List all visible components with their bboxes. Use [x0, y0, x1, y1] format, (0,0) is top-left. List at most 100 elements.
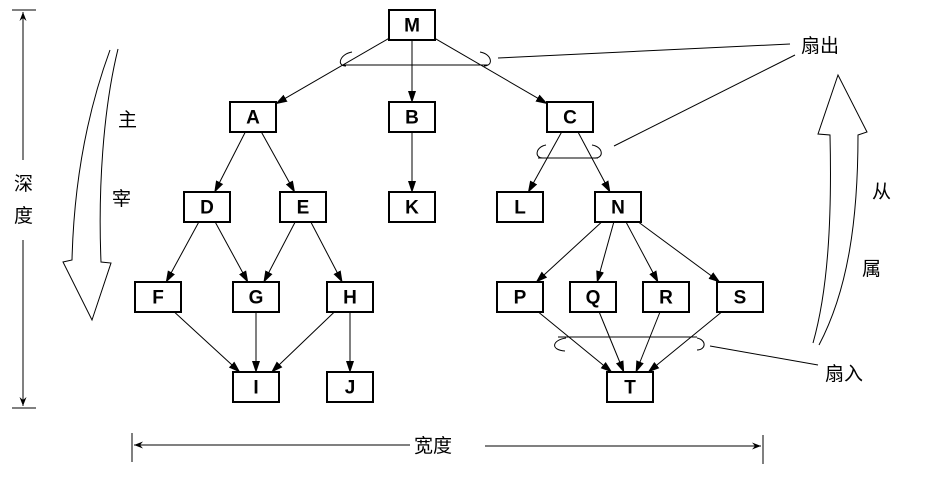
edge-N-P	[535, 221, 603, 283]
module-box	[388, 101, 436, 133]
module-label: K	[405, 198, 419, 219]
edge-A-D	[214, 131, 246, 193]
module-node-T: T	[606, 371, 654, 403]
module-label: D	[200, 198, 214, 219]
module-label: R	[659, 288, 673, 309]
fan-out-label: 扇出	[801, 35, 839, 57]
subordinate-label-2: 属	[862, 258, 881, 280]
edge-N-Q	[596, 221, 615, 283]
module-box	[232, 281, 280, 313]
edge-E-G	[263, 221, 296, 283]
module-label: I	[253, 378, 258, 399]
module-label: B	[405, 108, 419, 129]
module-label: C	[563, 108, 577, 129]
module-node-R: R	[642, 281, 690, 313]
module-label: T	[624, 378, 636, 399]
fan-out-leader-top	[497, 43, 791, 59]
module-box	[496, 191, 544, 223]
module-label: E	[297, 198, 310, 219]
module-node-B: B	[388, 101, 436, 133]
module-box	[183, 191, 231, 223]
module-node-D: D	[183, 191, 231, 223]
dominant-label-2: 宰	[112, 188, 131, 210]
dominant-label-1: 主	[118, 109, 137, 131]
fan-out-leader-c	[613, 54, 796, 147]
module-box	[326, 281, 374, 313]
fan-in-label: 扇入	[825, 363, 863, 385]
depth-label-2: 度	[14, 205, 33, 227]
module-box	[569, 281, 617, 313]
module-box	[606, 371, 654, 403]
nodes-layer: M A B C D E K L N F G H P Q R S I J T	[134, 9, 764, 403]
module-node-J: J	[326, 371, 374, 403]
module-node-E: E	[279, 191, 327, 223]
module-node-I: I	[232, 371, 280, 403]
fan-out-curl-right-c	[591, 144, 602, 159]
edge-P-T	[538, 311, 613, 373]
width-dimension: 宽度	[131, 433, 764, 464]
subordinate-label-1: 从	[872, 181, 891, 203]
edge-A-E	[260, 131, 296, 193]
module-label: J	[345, 378, 356, 399]
edge-E-H	[310, 221, 343, 283]
fan-in-curl-right	[696, 337, 705, 351]
module-node-A: A	[229, 101, 277, 133]
module-label: S	[734, 288, 747, 309]
subordinate-arrow: 从 属	[812, 73, 891, 346]
module-box	[326, 371, 374, 403]
module-box	[388, 191, 436, 223]
edge-N-S	[638, 221, 721, 283]
fan-in-curl-left	[554, 337, 567, 352]
module-label: A	[246, 108, 260, 129]
edge-C-N	[577, 131, 611, 193]
up-curved-arrow-icon	[812, 73, 868, 346]
fan-out-curl-right-top	[479, 51, 491, 67]
depth-dimension: 深 度	[12, 9, 36, 409]
edge-R-T	[635, 311, 661, 373]
dominant-arrow: 主 宰	[62, 48, 137, 322]
module-box	[546, 101, 594, 133]
module-label: H	[343, 288, 357, 309]
edge-H-I	[270, 311, 335, 373]
edge-F-I	[173, 311, 241, 373]
edge-D-G	[214, 221, 249, 283]
fan-out-curl-left-top	[339, 51, 353, 67]
module-box	[642, 281, 690, 313]
module-node-C: C	[546, 101, 594, 133]
edge-M-C	[434, 37, 548, 105]
fan-in-leader	[709, 345, 819, 366]
edges-layer	[165, 37, 722, 373]
module-label: N	[611, 198, 625, 219]
fan-in-annotation: 扇入	[554, 336, 863, 385]
module-box	[279, 191, 327, 223]
module-box	[594, 191, 642, 223]
depth-label-1: 深	[14, 173, 33, 195]
module-node-N: N	[594, 191, 642, 223]
module-box	[232, 371, 280, 403]
module-label: P	[514, 288, 527, 309]
edge-N-R	[625, 221, 659, 283]
module-label: L	[514, 198, 526, 219]
edge-D-F	[165, 221, 200, 283]
module-node-F: F	[134, 281, 182, 313]
module-label: F	[152, 288, 164, 309]
module-box	[496, 281, 544, 313]
down-curved-arrow-icon	[62, 48, 119, 322]
module-node-Q: Q	[569, 281, 617, 313]
width-label: 宽度	[414, 435, 452, 457]
edge-C-L	[527, 131, 563, 193]
module-node-K: K	[388, 191, 436, 223]
fan-out-annotation: 扇出	[339, 35, 839, 159]
module-node-P: P	[496, 281, 544, 313]
module-label: G	[249, 288, 264, 309]
edge-S-T	[647, 311, 722, 373]
module-node-M: M	[388, 9, 436, 41]
module-box	[388, 9, 436, 41]
fan-out-curl-left-c	[536, 144, 547, 159]
module-box	[134, 281, 182, 313]
edge-M-A	[275, 37, 390, 105]
module-label: Q	[586, 288, 601, 309]
module-label: M	[404, 16, 420, 37]
module-node-L: L	[496, 191, 544, 223]
